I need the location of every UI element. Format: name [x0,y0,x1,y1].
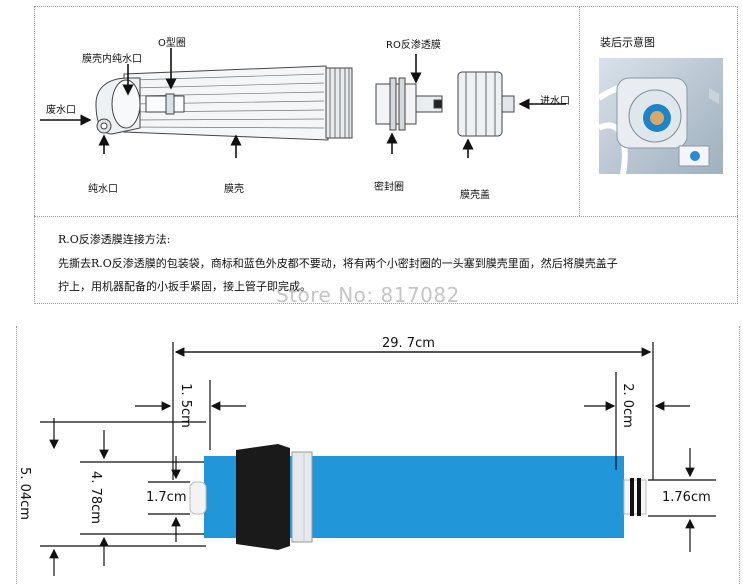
membrane-grey-ring [291,451,313,543]
dim-right-pipe: 1.76cm [662,490,711,505]
bottom-panel-border [16,326,740,584]
label-pure-outlet: 纯水口 [88,184,118,195]
instructions-line-1: 先撕去R.O反渗透膜的包装袋，商标和蓝色外皮都不要动，将有两个小密封圈的一头塞到… [58,257,618,270]
dim-right-offset: 2. 0cm [619,383,635,428]
label-housing: 膜壳 [224,184,244,195]
label-seal-ring: 密封圈 [374,182,404,193]
left-tube-end [189,481,207,515]
dim-left-pipe: 1.7cm [146,490,187,505]
label-o-ring: O型圈 [158,38,186,49]
instructions-line-2: 拧上，用机器配备的小扳手紧固，接上管子即完成。 [58,280,311,293]
ro-membrane-drawing [375,77,443,131]
label-ro-membrane: RO反渗透膜 [386,40,441,51]
housing-cap-drawing [457,71,515,137]
photo-caption: 装后示意图 [600,36,655,49]
panel-divider-vertical [579,6,580,216]
label-housing-cap: 膜壳盖 [460,190,490,201]
dim-outer-diameter: 5. 04cm [16,467,32,520]
installed-photo [599,58,723,174]
brine-seal [236,444,290,550]
housing-exploded-diagram [40,48,566,158]
membrane-dimension-drawing [40,342,716,576]
instructions-heading: R.O反渗透膜连接方法: [58,233,171,246]
dim-length: 29. 7cm [382,336,435,351]
panel-divider-horizontal [34,216,738,217]
dim-left-offset: 1. 5cm [177,383,193,428]
right-tube-end [623,479,647,515]
dim-body-diameter: 4. 78cm [87,471,103,524]
top-panel [34,6,738,304]
label-inner-outlet: 膜壳内纯水口 [82,54,142,65]
store-watermark: Store No: 817082 [276,283,460,307]
housing-body [95,65,353,141]
label-inlet: 进水口 [540,96,570,107]
label-waste-outlet: 废水口 [46,105,76,116]
